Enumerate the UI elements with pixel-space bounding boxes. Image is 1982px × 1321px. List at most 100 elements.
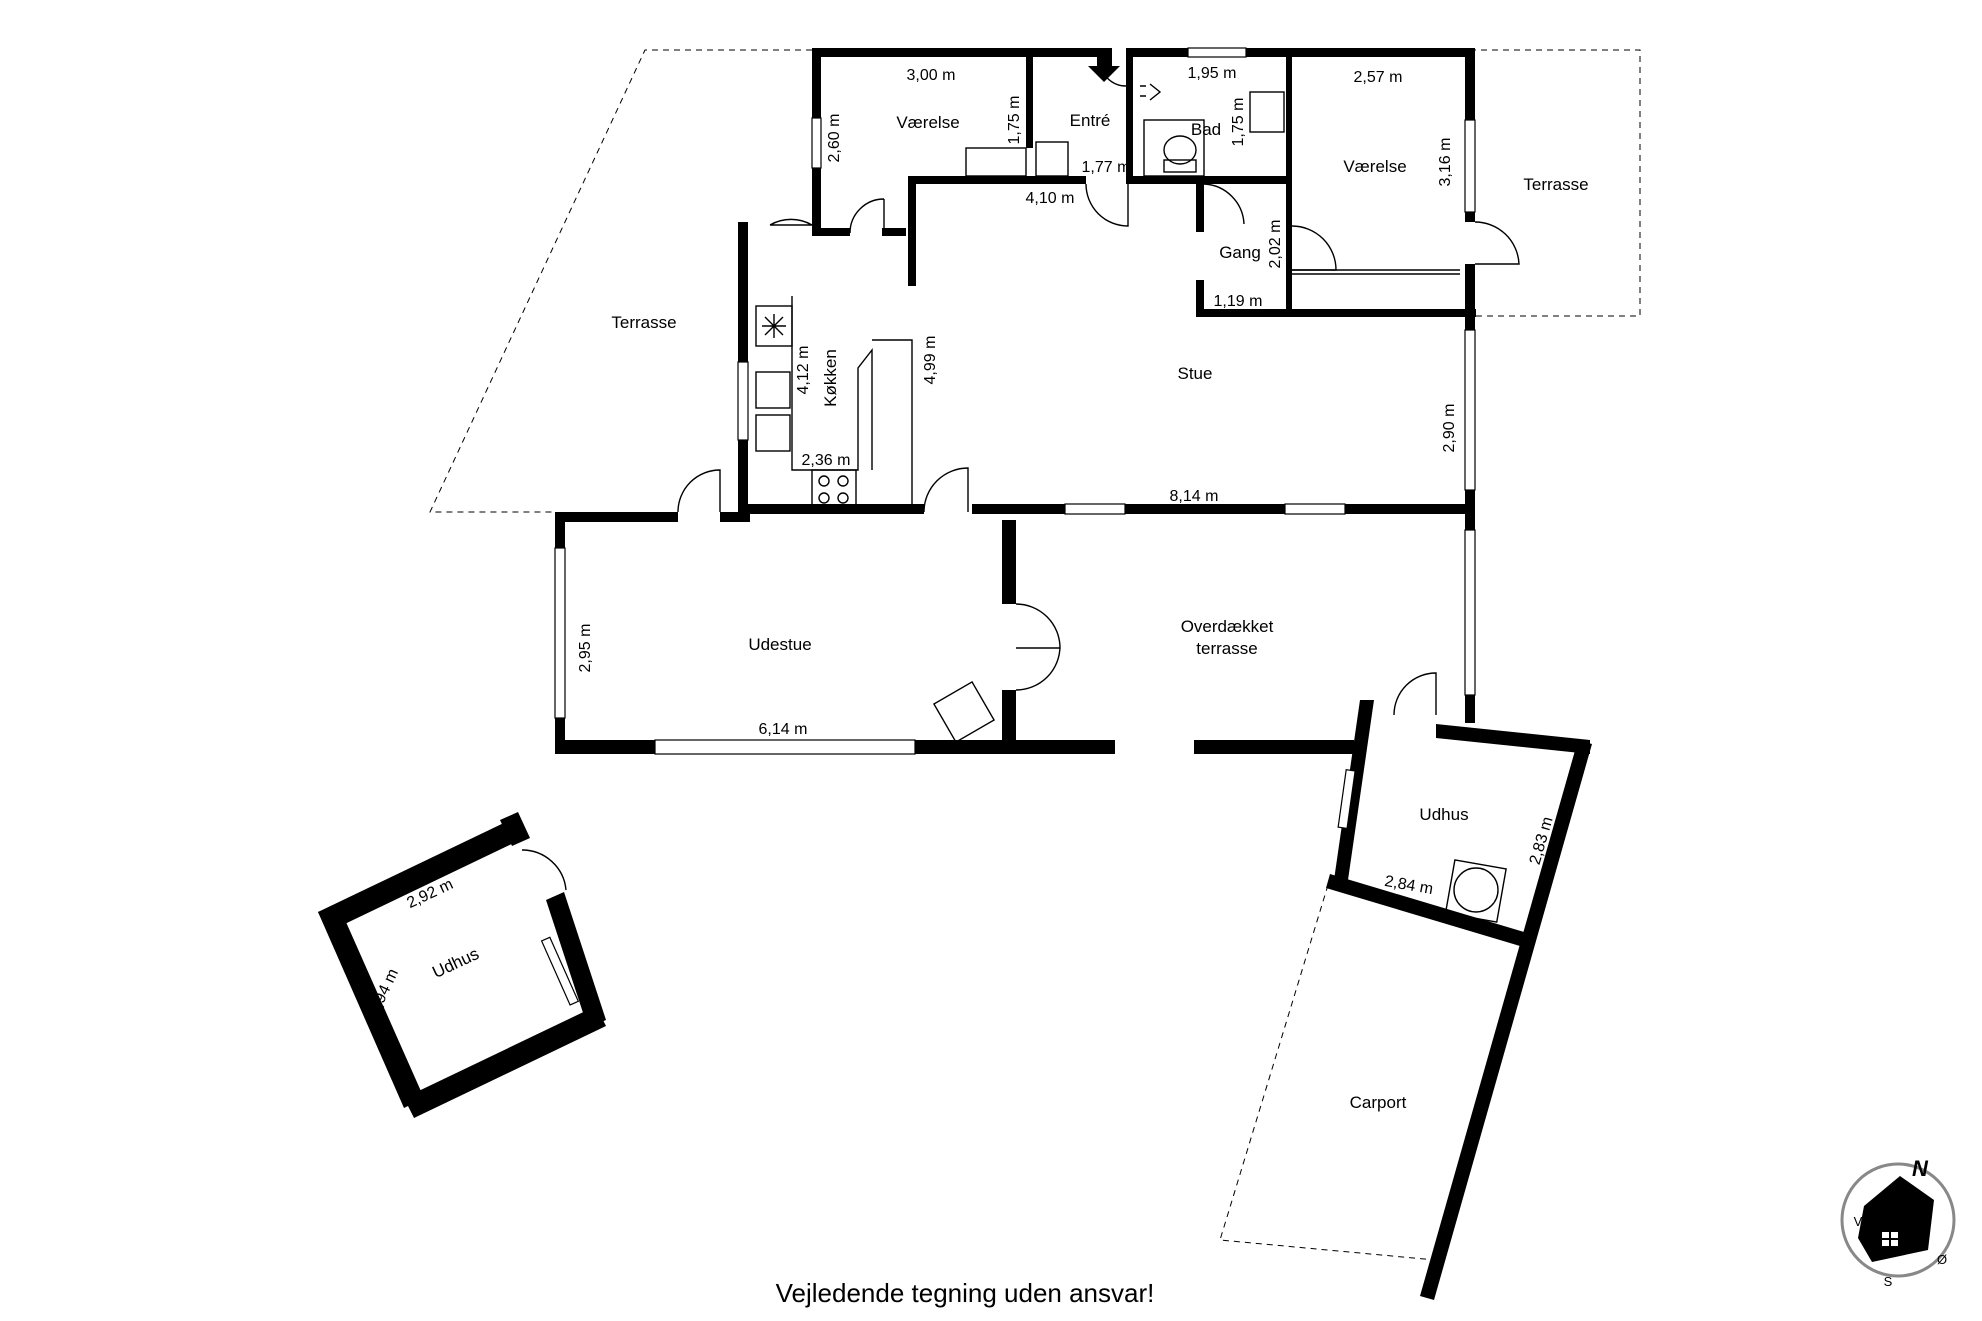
dimension-label: 2,90 m [1441,404,1458,453]
room-label: Køkken [821,349,840,407]
door-swing [849,198,885,234]
room-label: Udestue [748,635,811,654]
wall [1194,740,1354,754]
dimension-label: 4,12 m [795,346,812,395]
window [1064,503,1126,515]
wall [404,1006,606,1118]
wall [1465,320,1475,330]
wall [812,48,1102,57]
toilet-tank [1163,159,1197,173]
wall [720,512,750,522]
wall [908,176,1086,184]
outbuilding-east [1326,700,1592,1300]
wall [1465,264,1475,328]
dimension-label: 2,60 m [826,114,843,163]
outbuilding-west [318,812,606,1118]
wall [915,740,1115,754]
entrance-arrow-icon [1088,48,1120,82]
room-labels: Værelse Entré Bad Værelse Terrasse Terra… [429,111,1588,1112]
fixtures [755,83,1507,923]
dimension-label: 2,36 m [802,452,851,469]
stove-udestue [932,680,996,744]
wall [1465,212,1475,222]
door-swing [1474,221,1520,265]
door-swing [677,469,721,513]
wall [546,892,606,1028]
window [540,936,580,1006]
kitchen-counter [791,296,873,471]
outdoor-outlines [429,49,1641,1261]
window [1187,47,1247,58]
wall [1196,176,1204,232]
compass-south: S [1884,1274,1893,1289]
room-label: Gang [1219,243,1261,262]
wall [1286,309,1476,317]
wall [1465,695,1475,723]
wall [1002,690,1016,742]
wall [1465,48,1475,120]
dimension-label: 3,00 m [907,67,956,84]
stove-burner [837,475,849,487]
window [554,547,566,719]
room-label: Udhus [429,944,482,982]
house-window [1891,1240,1898,1246]
toilet [1163,135,1197,165]
shower-head-icon [1140,83,1162,101]
doors [521,59,1520,891]
compass-house-icon [1858,1176,1934,1262]
wall [1465,490,1475,530]
compass-east: Ø [1937,1252,1947,1267]
wall [738,504,924,514]
door-swing [1291,225,1337,271]
wall [318,820,520,932]
room-label: Overdækket [1181,617,1274,636]
door-swing [923,467,969,513]
wall [555,718,565,754]
window [1337,769,1356,830]
dimension-label: 1,95 m [1188,65,1237,82]
window [654,739,916,755]
wall [1026,48,1033,148]
wall [1196,309,1286,317]
room-label: Entré [1070,111,1111,130]
room-label: Terrasse [1523,175,1588,194]
compass-west: V [1854,1214,1863,1229]
wall [1130,48,1475,57]
house-window [1882,1232,1889,1238]
wall [812,168,821,236]
terrace-east-outline [1470,49,1641,317]
wall [555,512,678,522]
stove [811,469,857,509]
wall [555,740,655,754]
compass: N V Ø S [1840,1156,1956,1289]
wall [1128,176,1220,184]
room-label: Udhus [1419,805,1468,824]
cabinet [965,147,1027,177]
door-swing [521,849,567,891]
dimension-label: 2,57 m [1354,69,1403,86]
window [1464,329,1476,491]
wall [318,904,424,1108]
dimension-label: 4,10 m [1026,190,1075,207]
boiler [1453,867,1499,913]
window [737,361,749,441]
dimension-label: 2,95 m [577,624,594,673]
sink [755,371,791,409]
dimension-label: 1,19 m [1214,293,1263,310]
wall [1286,184,1292,314]
wall [812,48,821,118]
dimension-label: 2,02 m [1267,220,1284,269]
wall [972,504,1466,514]
wall [1126,48,1133,184]
wall [738,222,748,362]
carport-outline [1219,884,1436,1261]
door-swing [1085,183,1129,227]
wall [1220,176,1292,184]
dimension-label: 1,77 m [1082,159,1131,176]
freezer-icon [762,314,786,338]
dimension-label: 6,14 m [759,721,808,738]
wall [812,228,850,236]
window [1464,119,1476,213]
dimension-labels: 3,00 m 2,60 m 1,75 m 1,95 m 1,75 m 1,77 … [366,65,1557,1018]
